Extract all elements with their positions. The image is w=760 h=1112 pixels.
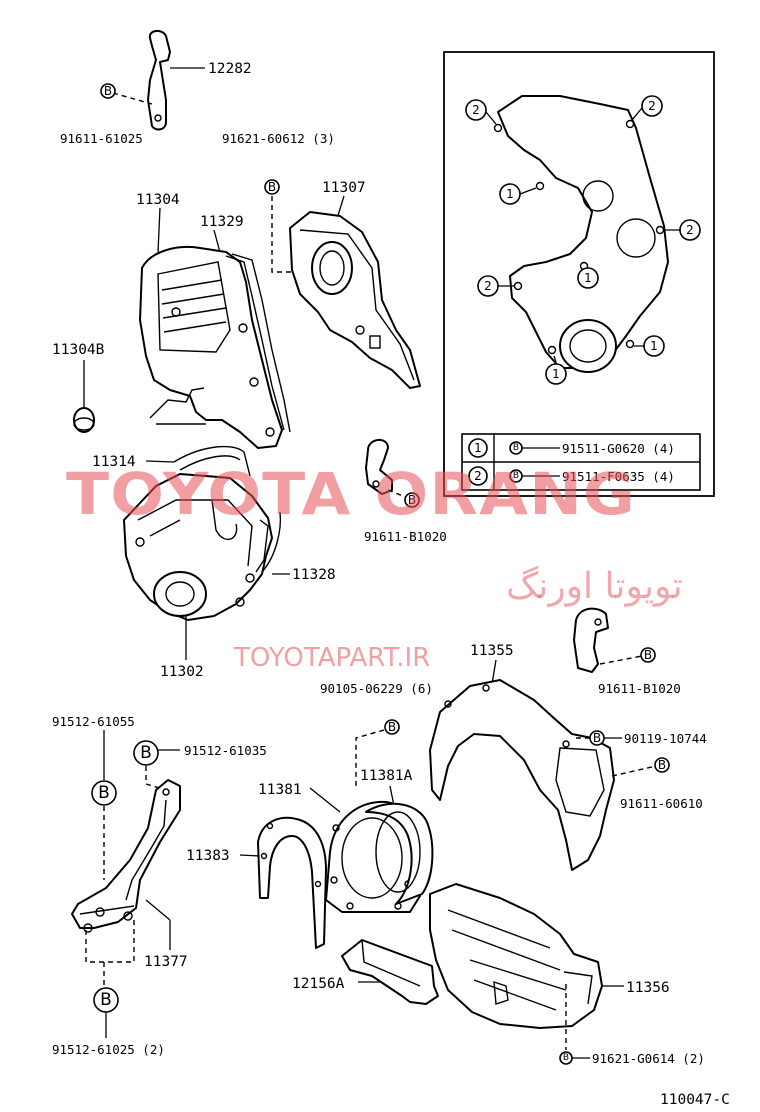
bolt-badge-icon: B [100, 83, 116, 99]
bolt-badge-icon: B [640, 647, 656, 663]
bracket-11377 [71, 779, 181, 933]
timing-belt-plate-11355 [429, 679, 615, 871]
bolt-badge-icon: B [509, 441, 523, 455]
label-91611-60610: 91611-60610 [620, 796, 703, 811]
label-90119-10744: 90119-10744 [624, 731, 707, 746]
label-91621-G0614: 91621-G0614 (2) [592, 1051, 705, 1066]
label-91611-61025: 91611-61025 [60, 131, 143, 146]
bracket-small-mid [365, 439, 393, 495]
label-11383: 11383 [186, 848, 230, 864]
svg-text:B: B [593, 731, 601, 745]
svg-text:1: 1 [584, 271, 592, 285]
label-91512-61055: 91512-61055 [52, 714, 135, 729]
svg-text:1: 1 [474, 441, 482, 455]
label-11329: 11329 [200, 214, 244, 230]
label-90105-06229: 90105-06229 (6) [320, 681, 433, 696]
bolt-badge-icon: B [384, 719, 400, 735]
oil-seal-11381A [365, 802, 434, 905]
watermark-site: TOYOTAPART.IR [233, 643, 430, 673]
label-11377: 11377 [144, 954, 188, 970]
label-12282: 12282 [208, 61, 252, 77]
legend-part-2: 91511-F0635 (4) [562, 469, 675, 484]
seal-strip-11328 [261, 511, 282, 573]
svg-text:1: 1 [506, 187, 514, 201]
timing-belt-cover-lower-11302 [123, 473, 273, 621]
label-11356: 11356 [626, 980, 670, 996]
svg-text:2: 2 [474, 469, 482, 483]
timing-belt-cover-upper-11304 [139, 246, 291, 449]
svg-text:B: B [140, 743, 152, 763]
bolt-badge-icon: B [404, 492, 420, 508]
svg-text:B: B [563, 1053, 569, 1063]
svg-text:2: 2 [484, 279, 492, 293]
svg-text:B: B [644, 648, 652, 662]
label-91611-B1020-right: 91611-B1020 [598, 681, 681, 696]
svg-text:1: 1 [552, 367, 560, 381]
label-91512-61025: 91512-61025 (2) [52, 1042, 165, 1057]
plug-11304B [73, 407, 95, 433]
svg-text:B: B [408, 493, 416, 507]
svg-text:B: B [104, 84, 112, 98]
bolt-badge-icon: B [133, 740, 159, 766]
bolt-badge-icon: B [91, 780, 117, 806]
watermark-brand: TOYOTA ORANG [66, 460, 636, 528]
label-11302: 11302 [160, 664, 204, 680]
bolt-location-inset: 2 2 1 2 2 1 1 1 1 2 B B 91511-G0620 (4) … [443, 51, 715, 497]
bracket-12156A [341, 939, 439, 1005]
label-11314: 11314 [92, 454, 136, 470]
svg-text:B: B [100, 990, 112, 1010]
bolt-badge-icon: B [93, 987, 119, 1013]
bolt-badge-icon: B [589, 730, 605, 746]
label-91611-B1020-mid: 91611-B1020 [364, 529, 447, 544]
svg-text:2: 2 [472, 103, 480, 117]
svg-text:B: B [388, 720, 396, 734]
watermark-arabic: تويوتا اورنگ [506, 565, 683, 607]
bracket-12282 [147, 30, 171, 131]
svg-text:2: 2 [686, 223, 694, 237]
label-11328: 11328 [292, 567, 336, 583]
label-11307: 11307 [322, 180, 366, 196]
label-11304: 11304 [136, 192, 180, 208]
svg-text:2: 2 [648, 99, 656, 113]
gasket-11314 [173, 445, 251, 477]
svg-text:1: 1 [650, 339, 658, 353]
label-11355: 11355 [470, 643, 514, 659]
svg-text:B: B [98, 783, 110, 803]
label-11304B: 11304B [52, 342, 105, 358]
bolt-badge-icon: B [264, 179, 280, 195]
label-91621-60612: 91621-60612 (3) [222, 131, 335, 146]
bolt-badge-icon: B [559, 1051, 573, 1065]
timing-belt-plate-11356 [429, 883, 603, 1029]
svg-text:B: B [513, 471, 519, 481]
label-91512-61035: 91512-61035 [184, 743, 267, 758]
diagram-code: 110047-C [660, 1092, 730, 1108]
gasket-11383 [257, 816, 327, 949]
label-11381: 11381 [258, 782, 302, 798]
svg-text:B: B [268, 180, 276, 194]
label-12156A: 12156A [292, 976, 345, 992]
svg-text:B: B [513, 443, 519, 453]
timing-belt-plate-11307 [289, 211, 421, 389]
label-11381A: 11381A [360, 768, 413, 784]
svg-text:B: B [658, 758, 666, 772]
bolt-badge-icon: B [654, 757, 670, 773]
legend-part-1: 91511-G0620 (4) [562, 441, 675, 456]
bracket-small-right [573, 607, 609, 673]
